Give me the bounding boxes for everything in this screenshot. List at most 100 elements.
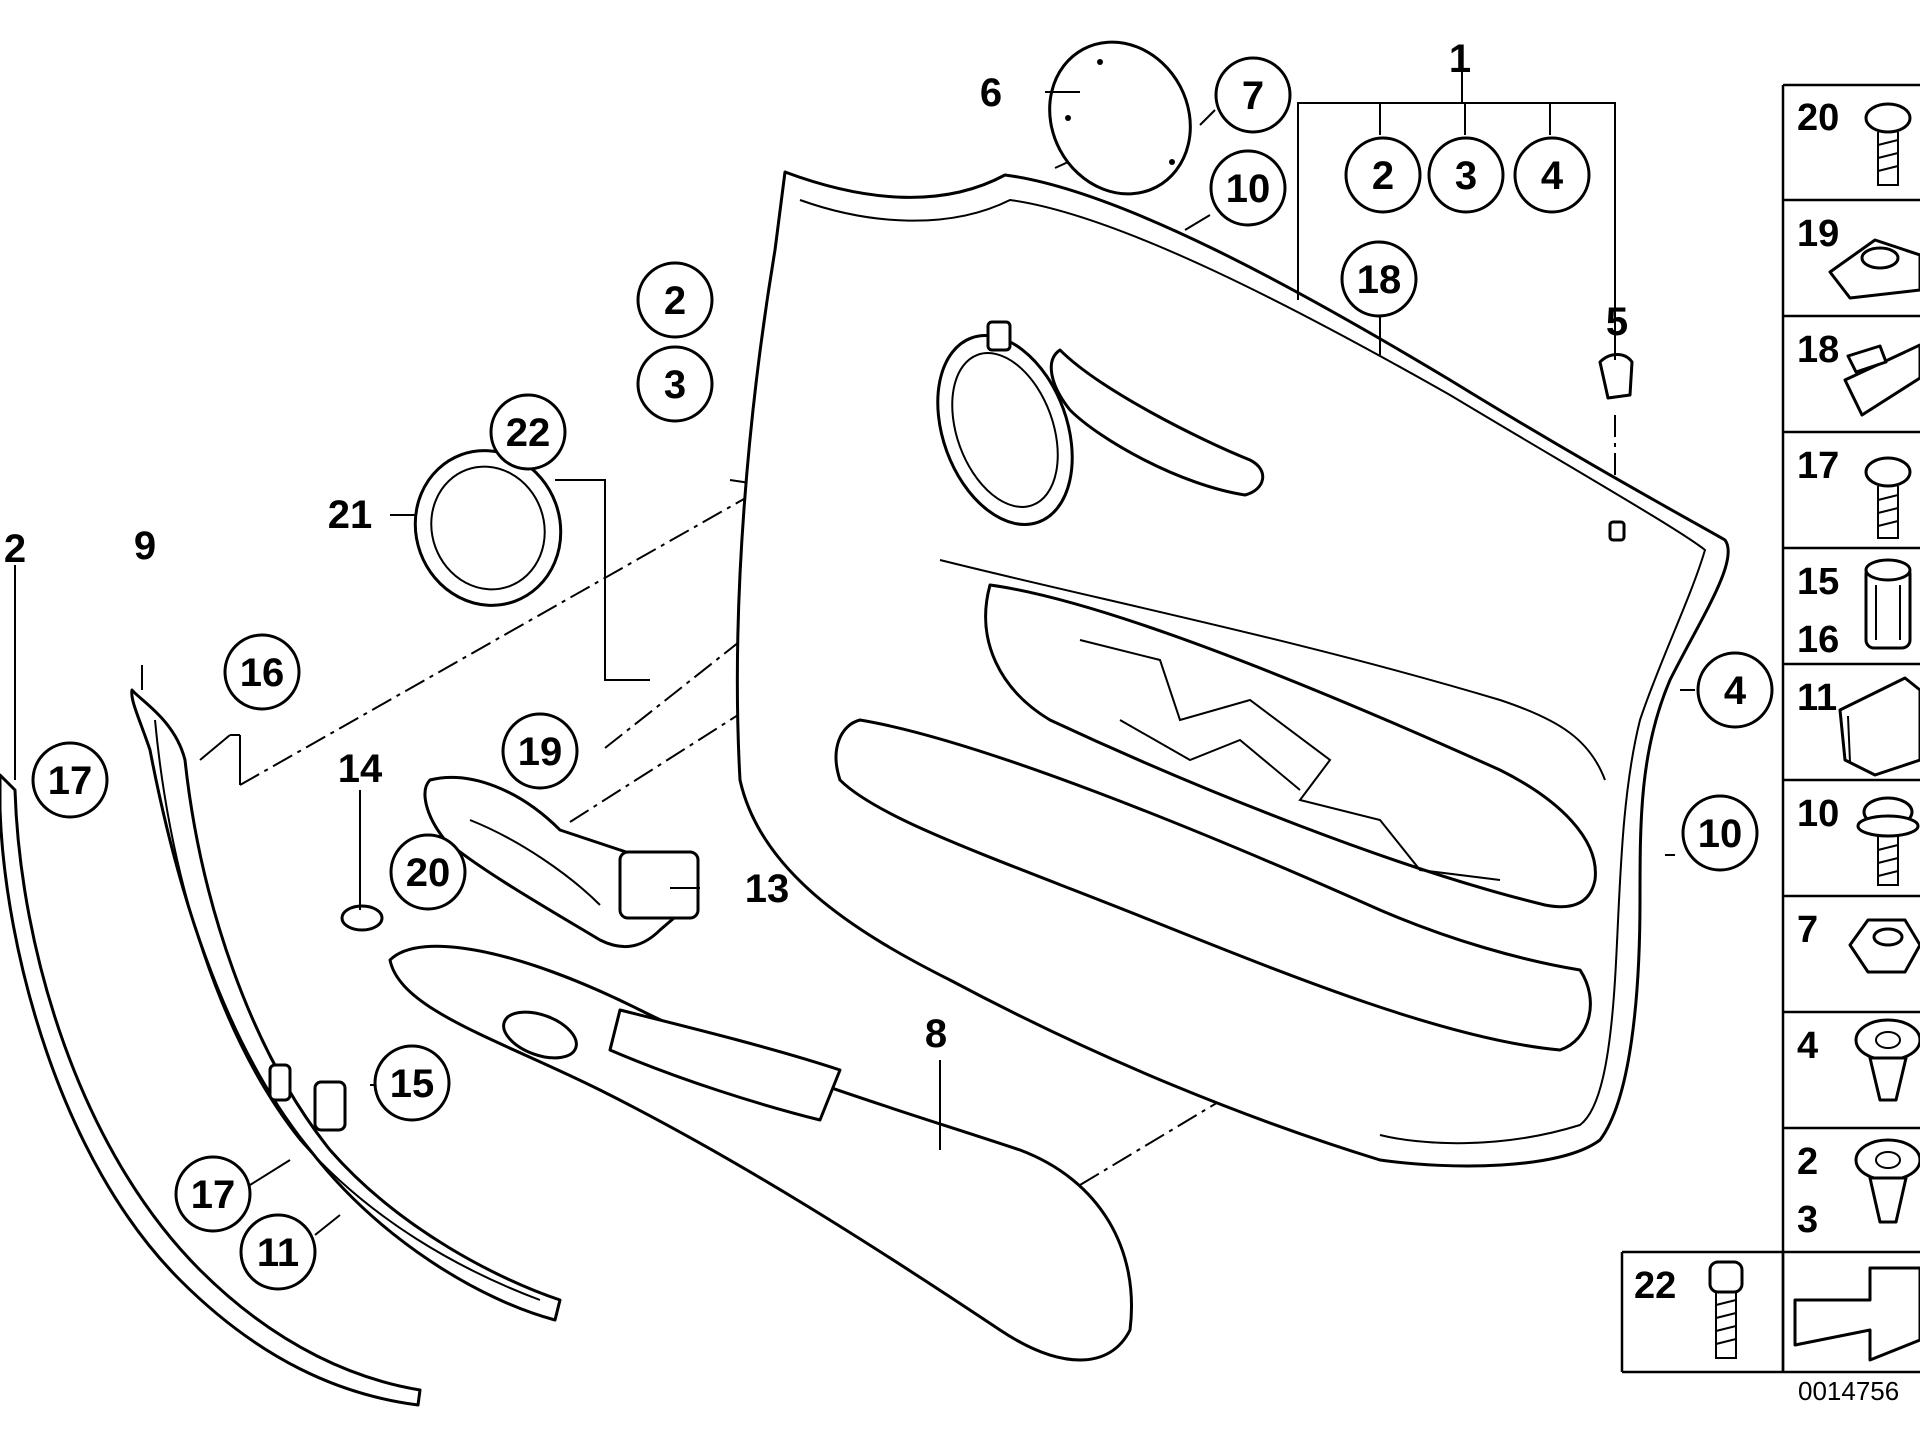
callout-circle xyxy=(489,393,567,471)
part-label-l8: 8 xyxy=(925,1012,947,1056)
callout-c4top: 4 xyxy=(1513,136,1591,214)
bolt-icon xyxy=(1708,1260,1744,1359)
callout-circle xyxy=(373,1044,451,1122)
spring-clip-icon xyxy=(1838,676,1920,777)
callout-circle xyxy=(31,741,109,819)
callout-number: 10 xyxy=(1698,812,1743,856)
callout-number: 19 xyxy=(518,730,563,774)
sleeve-nut-icon xyxy=(1864,558,1912,650)
callout-number: 20 xyxy=(406,851,451,895)
side-panel-label: 15 xyxy=(1797,561,1839,603)
callout-circle xyxy=(1696,651,1774,729)
side-panel-label: 7 xyxy=(1797,909,1818,951)
callout-c17b: 17 xyxy=(174,1155,252,1233)
side-panel-label: 10 xyxy=(1797,793,1839,835)
clip-nut-icon xyxy=(1828,238,1920,300)
side-panel-label: 19 xyxy=(1797,213,1839,255)
part-label-l2edge: 2 xyxy=(4,527,26,571)
screw-icon xyxy=(1864,456,1912,539)
side-panel-icons xyxy=(1708,102,1920,1362)
callout-c2left: 2 xyxy=(636,261,714,339)
callout-number: 18 xyxy=(1357,258,1402,302)
part-label-l14: 14 xyxy=(338,747,383,791)
callout-number: 2 xyxy=(664,279,686,323)
callout-circle xyxy=(1681,794,1759,872)
expanding-clip-icon xyxy=(1854,1138,1920,1224)
callout-c20: 20 xyxy=(389,833,467,911)
callout-circle xyxy=(636,261,714,339)
rail-clip-icon xyxy=(1843,343,1920,417)
callout-circle xyxy=(1209,149,1287,227)
callout-c16: 16 xyxy=(223,633,301,711)
side-panel-label: 18 xyxy=(1797,329,1839,371)
callout-circle xyxy=(239,1213,317,1291)
part-label-l21: 21 xyxy=(328,493,373,537)
side-labels: 20 19 18 17 15 16 11 10 7 4 2 3 22 xyxy=(1634,97,1839,1307)
callout-number: 17 xyxy=(48,759,93,803)
screw-icon xyxy=(1864,102,1912,186)
callout-c10b: 10 xyxy=(1681,794,1759,872)
tweeter-cover xyxy=(413,449,563,607)
callout-number: 22 xyxy=(506,411,551,455)
hex-nut-icon xyxy=(1848,918,1920,974)
callout-circle xyxy=(501,712,579,790)
side-panel-label: 20 xyxy=(1797,97,1839,139)
part-label-l1: 1 xyxy=(1449,37,1471,81)
door-trim-panel xyxy=(735,170,1730,1168)
callout-circle xyxy=(1427,136,1505,214)
callout-circle xyxy=(636,345,714,423)
side-panel-label: 4 xyxy=(1797,1025,1818,1067)
callout-number: 3 xyxy=(1455,154,1477,198)
callout-c10a: 10 xyxy=(1209,149,1287,227)
callout-number: 4 xyxy=(1724,669,1747,713)
callout-c19: 19 xyxy=(501,712,579,790)
inner-door-handle xyxy=(423,775,700,949)
callout-number: 11 xyxy=(257,1231,299,1275)
callout-number: 10 xyxy=(1226,167,1271,211)
callout-c7: 7 xyxy=(1214,56,1292,134)
trim-strip xyxy=(130,688,562,1322)
callout-circle xyxy=(389,833,467,911)
callout-circle xyxy=(1340,240,1418,318)
edge-strip xyxy=(0,773,422,1407)
callout-circle xyxy=(1344,136,1422,214)
diagram-id: 0014756 xyxy=(1798,1376,1899,1406)
side-parts-panel xyxy=(1620,83,1920,1374)
callout-circle xyxy=(1214,56,1292,134)
callout-number: 7 xyxy=(1242,74,1264,118)
callout-c2top: 2 xyxy=(1344,136,1422,214)
leader-lines xyxy=(14,70,1695,1236)
callout-circle xyxy=(223,633,301,711)
side-panel-label: 22 xyxy=(1634,1265,1676,1307)
callout-c18: 18 xyxy=(1340,240,1418,318)
callout-c3top: 3 xyxy=(1427,136,1505,214)
speaker-cover xyxy=(1048,40,1192,196)
callout-c15: 15 xyxy=(373,1044,451,1122)
callout-c11: 11 xyxy=(239,1213,317,1291)
callout-number: 16 xyxy=(240,651,285,695)
callout-number: 17 xyxy=(191,1173,236,1217)
callout-c4right: 4 xyxy=(1696,651,1774,729)
callout-circle xyxy=(174,1155,252,1233)
callout-number: 4 xyxy=(1541,154,1564,198)
side-panel-label: 16 xyxy=(1797,619,1839,661)
callout-c3left: 3 xyxy=(636,345,714,423)
part-label-l5: 5 xyxy=(1606,300,1628,344)
callout-number: 15 xyxy=(390,1062,435,1106)
side-panel-label: 3 xyxy=(1797,1199,1818,1241)
part-label-l9: 9 xyxy=(134,524,156,568)
part-label-l6: 6 xyxy=(980,71,1002,115)
callout-c22: 22 xyxy=(489,393,567,471)
callout-number: 2 xyxy=(1372,154,1394,198)
callout-circle xyxy=(1513,136,1591,214)
side-panel-label: 11 xyxy=(1797,677,1837,719)
side-panel-label: 2 xyxy=(1797,1141,1818,1183)
expanding-clip-icon xyxy=(1854,1018,1920,1102)
part-label-l13: 13 xyxy=(745,867,790,911)
orientation-arrow-icon xyxy=(1793,1266,1920,1362)
callout-number: 3 xyxy=(664,363,686,407)
side-panel-label: 17 xyxy=(1797,445,1839,487)
